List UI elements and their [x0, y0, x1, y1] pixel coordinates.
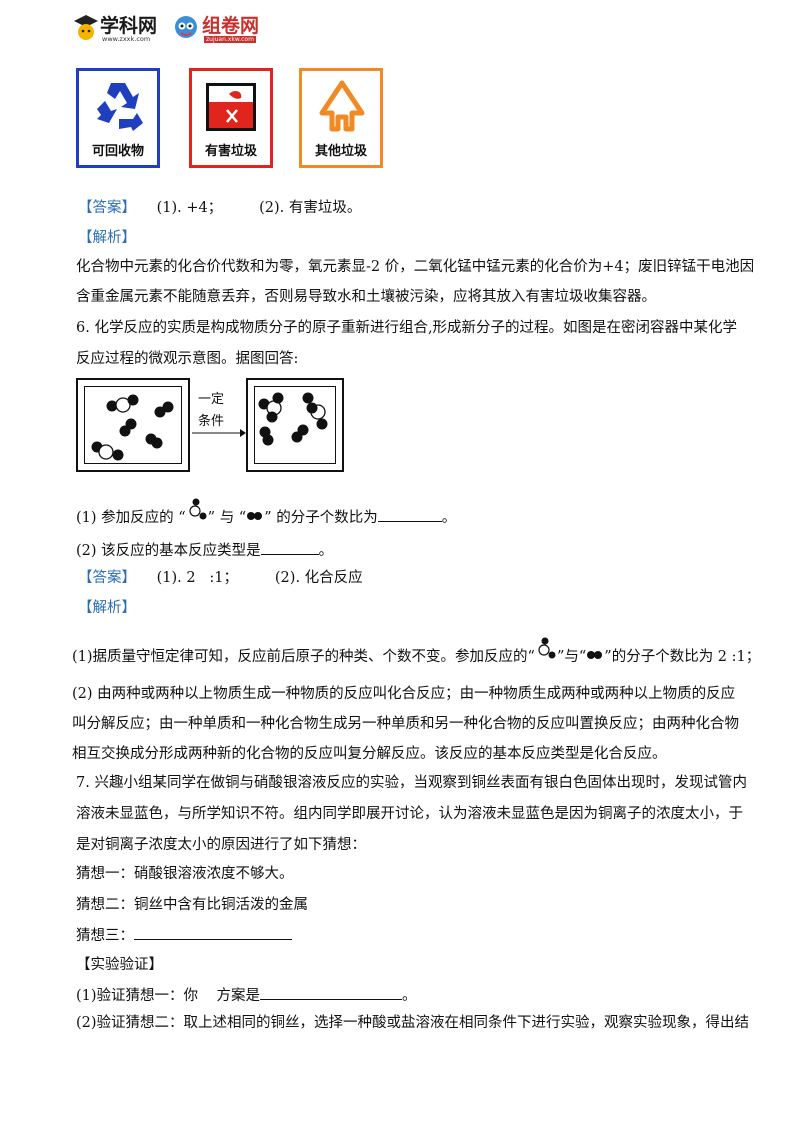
q6-stem-line-2: 反应过程的微观示意图。据图回答: [76, 351, 299, 367]
q6-q1-text-a: (1) 参加反应的 “ [76, 510, 186, 526]
q5-analysis-line-2: 含重金属元素不能随意丢弃，否则易导致水和土壤被污染，应将其放入有害垃圾收集容器。 [76, 289, 656, 305]
q6-analysis-2-line-2: 叫分解反应；由一种单质和一种化合物生成另一种单质和另一种化合物的反应叫置换反应；… [72, 716, 739, 732]
q6-q1-text-d: 。 [441, 510, 457, 526]
other-waste-label: 其他垃圾 [314, 144, 367, 159]
q5-answer: 【答案】 (1). +4； (2). 有害垃圾。 [78, 198, 361, 218]
hazardous-bin: 有害垃圾 [189, 68, 273, 168]
q6-question-2: (2) 该反应的基本反应类型是 。 [76, 540, 333, 561]
scholar-icon [74, 15, 98, 40]
arrow-icon [192, 429, 246, 437]
q6-q2-blank[interactable] [260, 540, 319, 555]
q7-v1-text-a: (1)验证猜想一：你 方案是 [76, 988, 260, 1004]
reactant-molecules [91, 394, 174, 461]
q7-stem-line-3: 是对铜离子浓度太小的原因进行了如下猜想： [76, 837, 366, 853]
q5-analysis-line-1: 化合物中元素的化合价代数和为零，氧元素显-2 价，二氧化锰中锰元素的化合价为+4… [76, 259, 755, 275]
q6-answer-text: (1). 2 :1； (2). 化合反应 [156, 570, 363, 586]
q6-q2-text-a: (2) 该反应的基本反应类型是 [76, 543, 261, 559]
q7-verify-1: (1)验证猜想一：你 方案是 。 [76, 985, 416, 1006]
q6-ana1-text-b: ”与“ [556, 649, 587, 665]
q6-q2-text-b: 。 [318, 543, 334, 559]
hazardous-label: 有害垃圾 [204, 144, 257, 159]
arrow-condition-bottom: 条件 [198, 414, 225, 429]
q6-analysis-1: (1)据质量守恒定律可知，反应前后原子的种类、个数不变。参加反应的“ ”与“ ”的分… [72, 637, 760, 667]
logo-zujuan: 组卷网 zujuan.xkw.com [172, 10, 272, 46]
reactant-molecule-a-icon-2 [538, 637, 556, 659]
reactant-molecule-b-icon [247, 512, 263, 520]
q5-answer-tag: 【答案】 [78, 200, 136, 216]
logo-zxxk: 学科网 www.zxxk.com [72, 10, 167, 46]
q6-stem-line-1: 6. 化学反应的实质是构成物质分子的原子重新进行组合,形成新分子的过程。如图是在… [76, 320, 738, 336]
q5-analysis-tag: 【解析】 [78, 230, 136, 246]
q6-analysis-tag: 【解析】 [78, 600, 136, 616]
hazard-icon [226, 91, 242, 123]
q7-guess-3-label: 猜想三： [76, 928, 134, 944]
reactants-box [76, 378, 190, 472]
arrow-condition-top: 一定 [198, 392, 225, 407]
recycle-icon [97, 83, 143, 131]
q6-question-1: (1) 参加反应的 “ ” 与 “ ” 的分子个数比为 。 [76, 498, 456, 528]
q7-stem-line-2: 溶液未显蓝色，与所学知识不符。组内同学即展开讨论，认为溶液未显蓝色是因为铜离子的… [76, 806, 743, 822]
logo-zxxk-url: www.zxxk.com [102, 35, 151, 43]
q5-answer-text: (1). +4； (2). 有害垃圾。 [156, 200, 362, 216]
q6-q1-text-c: ” 的分子个数比为 [264, 510, 378, 526]
other-waste-bin: 其他垃圾 [299, 68, 383, 168]
q6-analysis-2-line-1: (2) 由两种或两种以上物质生成一种物质的反应叫化合反应；由一种物质生成两种或两… [72, 686, 736, 702]
q6-q1-blank[interactable] [377, 507, 442, 522]
reactant-molecule-b-icon-2 [587, 651, 603, 659]
q7-verify-2: (2)验证猜想二：取上述相同的铜丝，选择一种酸或盐溶液在相同条件下进行实验，观察… [76, 1015, 750, 1031]
q6-ana1-text-c: ”的分子个数比为 2 :1； [604, 649, 761, 665]
reaction-arrow: 一定 条件 [192, 388, 246, 448]
other-waste-icon [319, 80, 365, 132]
q7-guess-2: 猜想二：铜丝中含有比铜活泼的金属 [76, 897, 308, 913]
recyclable-label: 可回收物 [91, 144, 144, 159]
hazardous-panel [206, 83, 256, 131]
q6-analysis-2-line-3: 相互交换成分形成两种新的化合物的反应叫复分解反应。该反应的基本反应类型是化合反应… [72, 746, 667, 762]
logo-zujuan-url: zujuan.xkw.com [204, 36, 256, 43]
q6-q1-text-b: ” 与 “ [207, 510, 247, 526]
q7-guess-1: 猜想一：硝酸银溶液浓度不够大。 [76, 866, 294, 882]
q7-v1-blank[interactable] [259, 985, 402, 1000]
q7-verify-tag: 【实验验证】 [76, 957, 163, 973]
q7-guess-3: 猜想三： [76, 925, 292, 946]
recyclable-bin: 可回收物 [76, 68, 160, 168]
q7-v1-text-b: 。 [401, 988, 417, 1004]
products-box [246, 378, 344, 472]
q6-answer: 【答案】 (1). 2 :1； (2). 化合反应 [78, 568, 363, 588]
product-molecules [258, 392, 328, 446]
logo-zxxk-title: 学科网 [100, 15, 158, 37]
q7-stem-line-1: 7. 兴趣小组某同学在做铜与硝酸银溶液反应的实验，当观察到铜丝表面有银白色固体出… [76, 775, 747, 791]
q6-ana1-text-a: (1)据质量守恒定律可知，反应前后原子的种类、个数不变。参加反应的“ [72, 649, 535, 665]
mascot-icon [175, 16, 197, 38]
q6-answer-tag: 【答案】 [78, 570, 136, 586]
q7-guess-3-blank[interactable] [134, 925, 292, 940]
logo-zujuan-title: 组卷网 [202, 15, 260, 37]
reactant-molecule-a-icon [189, 498, 207, 520]
